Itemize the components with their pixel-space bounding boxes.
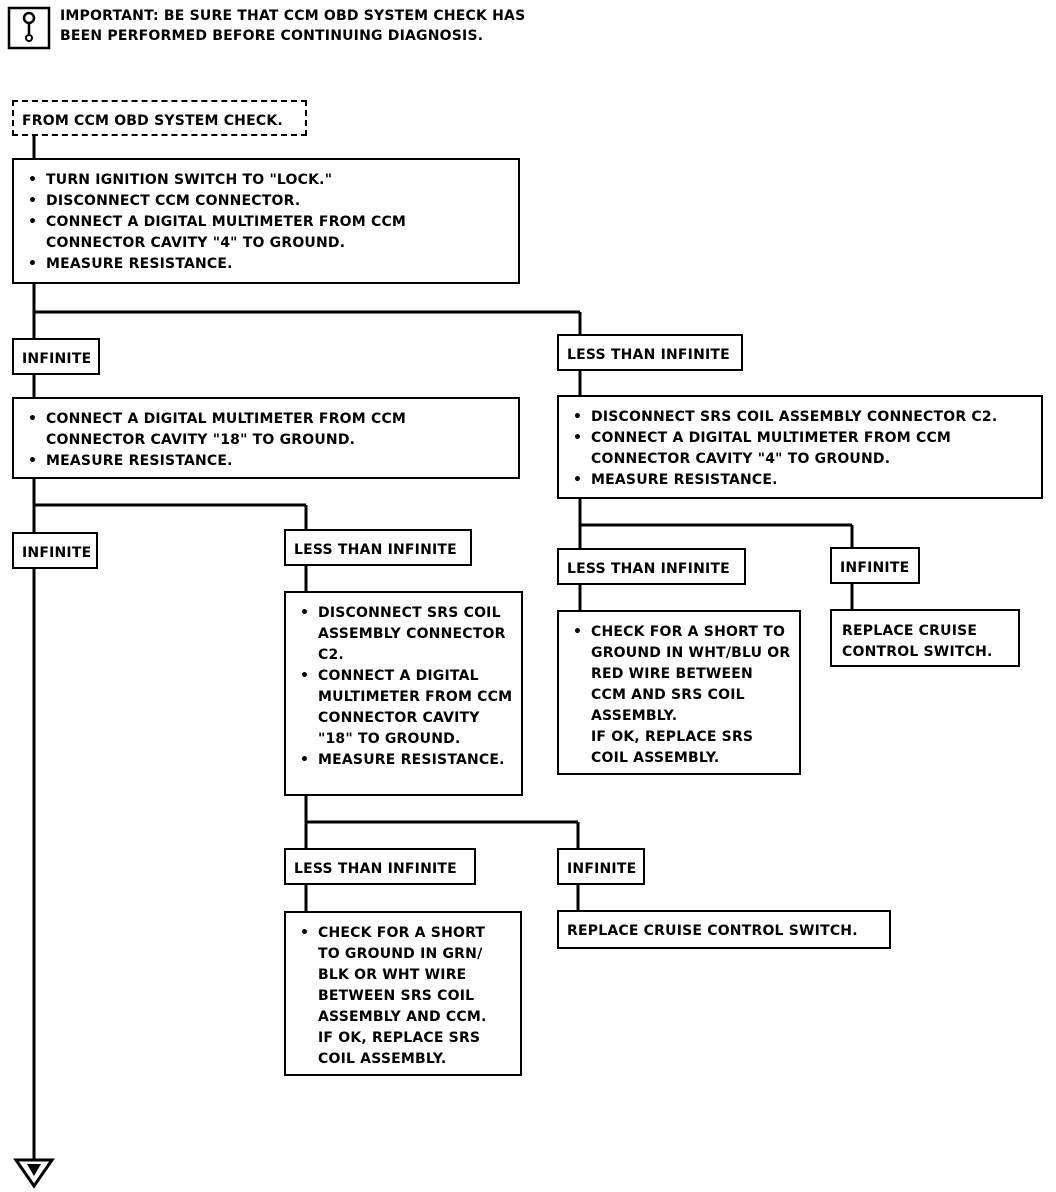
step-4-item-2: CONNECT A DIGITAL MULTIMETER FROM CCM CO… xyxy=(294,666,513,750)
branch-less-than-infinite-4-label: LESS THAN INFINITE xyxy=(294,861,457,877)
branch-infinite-4: INFINITE xyxy=(557,848,645,885)
step-1-item-4: MEASURE RESISTANCE. xyxy=(22,254,510,275)
important-note-icon xyxy=(7,6,51,50)
result-short-check-wht-blu: CHECK FOR A SHORT TO GROUND IN WHT/BLU O… xyxy=(557,610,801,775)
branch-infinite-1-label: INFINITE xyxy=(22,351,92,367)
branch-infinite-1: INFINITE xyxy=(12,338,100,375)
start-box: FROM CCM OBD SYSTEM CHECK. xyxy=(12,100,307,136)
result-replace-1-text: REPLACE CRUISE CONTROL SWITCH. xyxy=(842,623,993,660)
step-1-box: TURN IGNITION SWITCH TO "LOCK." DISCONNE… xyxy=(12,158,520,284)
result-wht-blu-then: IF OK, REPLACE SRS COIL ASSEMBLY. xyxy=(591,729,754,766)
result-replace-cruise-switch-1: REPLACE CRUISE CONTROL SWITCH. xyxy=(830,609,1020,667)
branch-infinite-4-label: INFINITE xyxy=(567,861,637,877)
result-replace-cruise-switch-2: REPLACE CRUISE CONTROL SWITCH. xyxy=(557,910,891,949)
branch-less-than-infinite-3-label: LESS THAN INFINITE xyxy=(567,561,730,577)
branch-less-than-infinite-2-label: LESS THAN INFINITE xyxy=(294,542,457,558)
branch-less-than-infinite-1: LESS THAN INFINITE xyxy=(557,334,743,371)
step-4-box: DISCONNECT SRS COIL ASSEMBLY CONNECTOR C… xyxy=(284,591,523,796)
step-3-box: DISCONNECT SRS COIL ASSEMBLY CONNECTOR C… xyxy=(557,395,1043,499)
step-1-item-1: TURN IGNITION SWITCH TO "LOCK." xyxy=(22,170,510,191)
result-grn-blk-then: IF OK, REPLACE SRS COIL ASSEMBLY. xyxy=(318,1030,481,1067)
step-2-item-2: MEASURE RESISTANCE. xyxy=(22,451,510,472)
step-1-item-3: CONNECT A DIGITAL MULTIMETER FROM CCM CO… xyxy=(22,212,510,254)
branch-less-than-infinite-2: LESS THAN INFINITE xyxy=(284,529,472,566)
result-replace-2-text: REPLACE CRUISE CONTROL SWITCH. xyxy=(567,923,858,939)
branch-less-than-infinite-1-label: LESS THAN INFINITE xyxy=(567,347,730,363)
branch-infinite-2: INFINITE xyxy=(12,532,98,569)
branch-infinite-2-label: INFINITE xyxy=(22,545,92,561)
continue-arrow-icon xyxy=(13,1158,55,1189)
step-3-item-3: MEASURE RESISTANCE. xyxy=(567,470,1033,491)
important-note-line-2: BEEN PERFORMED BEFORE CONTINUING DIAGNOS… xyxy=(60,28,484,44)
step-2-item-1: CONNECT A DIGITAL MULTIMETER FROM CCM CO… xyxy=(22,409,510,451)
start-label: FROM CCM OBD SYSTEM CHECK. xyxy=(22,113,283,129)
result-wht-blu-check: CHECK FOR A SHORT TO GROUND IN WHT/BLU O… xyxy=(567,622,791,727)
step-1-item-2: DISCONNECT CCM CONNECTOR. xyxy=(22,191,510,212)
step-2-box: CONNECT A DIGITAL MULTIMETER FROM CCM CO… xyxy=(12,397,520,479)
important-note: IMPORTANT: BE SURE THAT CCM OBD SYSTEM C… xyxy=(60,6,525,46)
result-short-check-grn-blk: CHECK FOR A SHORT TO GROUND IN GRN/ BLK … xyxy=(284,911,522,1076)
branch-less-than-infinite-3: LESS THAN INFINITE xyxy=(557,548,746,585)
branch-infinite-3-label: INFINITE xyxy=(840,560,910,576)
branch-infinite-3: INFINITE xyxy=(830,547,920,584)
step-4-item-1: DISCONNECT SRS COIL ASSEMBLY CONNECTOR C… xyxy=(294,603,513,666)
branch-less-than-infinite-4: LESS THAN INFINITE xyxy=(284,848,476,885)
important-note-line-1: IMPORTANT: BE SURE THAT CCM OBD SYSTEM C… xyxy=(60,8,526,24)
step-3-item-1: DISCONNECT SRS COIL ASSEMBLY CONNECTOR C… xyxy=(567,407,1033,428)
result-grn-blk-check: CHECK FOR A SHORT TO GROUND IN GRN/ BLK … xyxy=(294,923,512,1028)
step-4-item-3: MEASURE RESISTANCE. xyxy=(294,750,513,771)
step-3-item-2: CONNECT A DIGITAL MULTIMETER FROM CCM CO… xyxy=(567,428,1033,470)
